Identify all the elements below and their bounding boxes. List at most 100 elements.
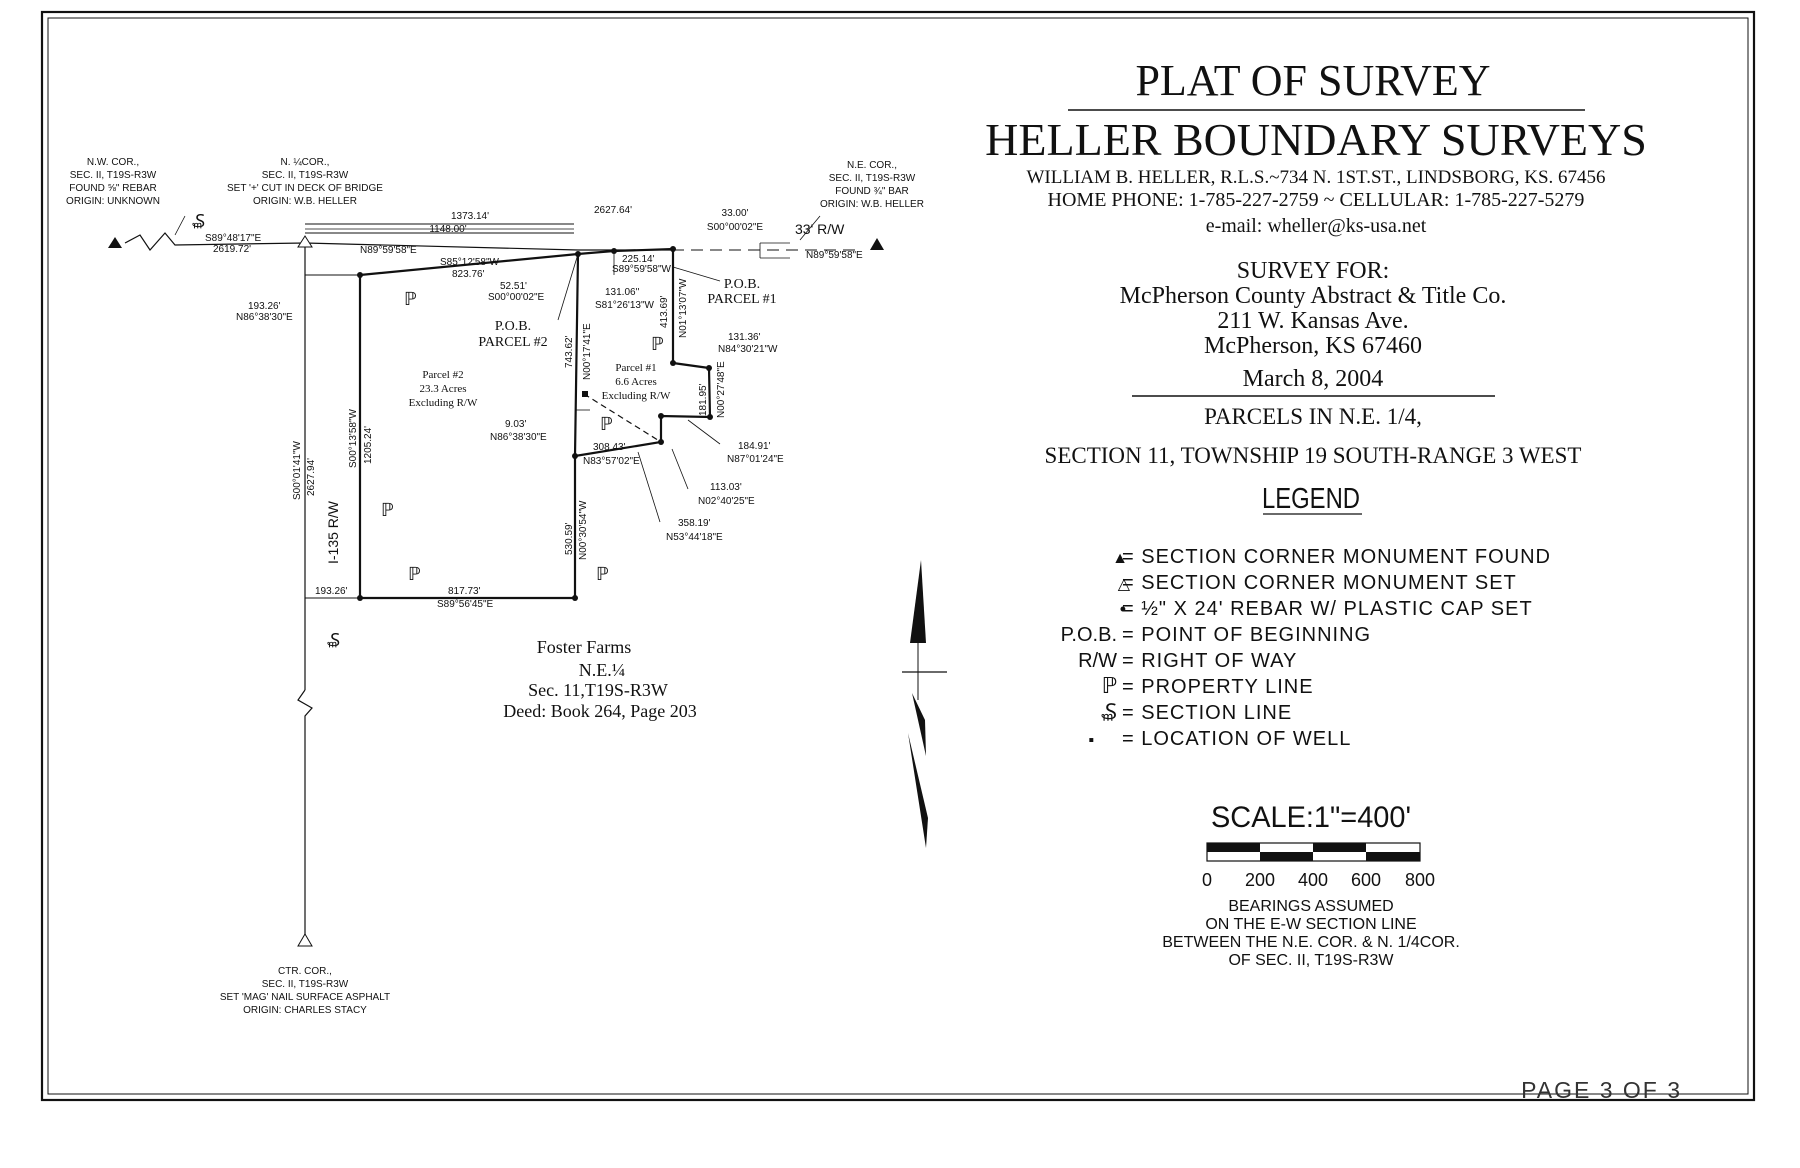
- dim-label: 308.43': [593, 442, 626, 453]
- dim-label: 1205.24': [363, 426, 374, 464]
- bearing-label: S00°00'02"E: [488, 292, 544, 303]
- bearing-note-3: BETWEEN THE N.E. COR. & N. 1/4COR.: [1162, 934, 1460, 951]
- ctr-corner-set-icon: [297, 933, 313, 947]
- ctr-corner-note: ORIGIN: CHARLES STACY: [243, 1005, 367, 1016]
- pl-marker: ℙ: [600, 414, 613, 434]
- bearing-label: N00°30'54"W: [578, 500, 589, 560]
- rebar-icon: [611, 248, 617, 254]
- dim-label: 131.36': [728, 332, 761, 343]
- dim-label: 413.69': [659, 295, 670, 328]
- scale-block: SCALE:1"=400' 0 200 400 600 800 BEARINGS…: [1162, 801, 1460, 969]
- parcel-2-acres: 23.3 Acres: [419, 383, 466, 395]
- n-quarter-corner-note: ORIGIN: W.B. HELLER: [253, 196, 357, 207]
- legend-text-rebar: = ½" X 24' REBAR W/ PLASTIC CAP SET: [1122, 598, 1533, 620]
- pob-parcel-1-name: PARCEL #1: [707, 292, 776, 307]
- dim-label: 33.00': [722, 208, 749, 219]
- sl-marker: ₷: [327, 630, 340, 650]
- n-quarter-corner-note: SEC. II, T19S-R3W: [262, 170, 349, 181]
- rebar-icon: [357, 595, 363, 601]
- bearing-label: N53°44'18"E: [666, 532, 723, 543]
- pl-marker: ℙ: [651, 334, 664, 354]
- bearing-label: N89°59'58"E: [806, 250, 863, 261]
- foster-ne-quarter: N.E.¼: [579, 660, 626, 680]
- dim-label: 1148.00': [429, 224, 466, 235]
- legend-text-rw: = RIGHT OF WAY: [1122, 650, 1297, 672]
- bearing-note-1: BEARINGS ASSUMED: [1228, 898, 1393, 915]
- foster-farms: Foster Farms: [537, 637, 632, 657]
- pl-marker: ℙ: [596, 564, 609, 584]
- legend: LEGEND ▲ = SECTION CORNER MONUMENT FOUND…: [1061, 483, 1551, 750]
- dim-label: 193.26': [248, 301, 281, 312]
- bearing-label: N84°30'21"W: [718, 344, 778, 355]
- bearing-label: N01°13'07"W: [678, 278, 689, 338]
- legend-heading: LEGEND: [1262, 483, 1360, 515]
- parcel-labels: Parcel #2 23.3 Acres Excluding R/W Parce…: [409, 277, 777, 721]
- n-quarter-corner-note: SET '+' CUT IN DECK OF BRIDGE: [227, 183, 383, 194]
- bearing-label: S00°13'58"W: [348, 409, 359, 468]
- legend-symbol-rebar: •: [1120, 599, 1126, 619]
- bearing-note-2: ON THE E-W SECTION LINE: [1205, 916, 1416, 933]
- foster-deed: Deed: Book 264, Page 203: [503, 701, 696, 721]
- client-street: 211 W. Kansas Ave.: [1217, 308, 1408, 334]
- nw-corner-found-icon: [108, 237, 122, 248]
- parcel-1-label: Parcel #1: [615, 362, 656, 374]
- drawing-border: [40, 10, 1756, 1102]
- ne-corner-found-icon: [870, 238, 884, 250]
- nw-corner-note: N.W. COR.,: [87, 157, 139, 168]
- legend-symbol-rw: R/W: [1078, 650, 1117, 672]
- ne-corner-note: N.E. COR.,: [847, 160, 897, 171]
- corner-notes: N.W. COR., SEC. II, T19S-R3W FOUND ⅝" RE…: [66, 156, 924, 1016]
- parcel-1-excl: Excluding R/W: [602, 390, 671, 402]
- legend-symbol-found: ▲: [1112, 550, 1128, 567]
- pl-marker: ℙ: [408, 564, 421, 584]
- dim-label: 113.03': [710, 482, 742, 493]
- page-label: PAGE 3 OF 3: [1521, 1077, 1682, 1103]
- dim-label: 52.51': [500, 281, 527, 292]
- client-name: McPherson County Abstract & Title Co.: [1120, 283, 1507, 309]
- legend-text-sl: = SECTION LINE: [1122, 702, 1292, 724]
- nw-corner-note: FOUND ⅝" REBAR: [69, 183, 156, 194]
- legend-symbol-pob: P.O.B.: [1061, 624, 1117, 646]
- dim-label: 1373.14': [451, 211, 489, 222]
- rebar-icon: [670, 246, 676, 252]
- pob-parcel-1: P.O.B.: [724, 277, 760, 292]
- dim-label: 2619.72': [213, 244, 251, 255]
- bearing-label: N87°01'24"E: [727, 454, 784, 465]
- bearing-label: N83°57'02"E: [583, 456, 640, 467]
- foster-section: Sec. 11,T19S-R3W: [528, 680, 668, 700]
- dim-label: 9.03': [505, 419, 526, 430]
- dim-label: 743.62': [564, 335, 575, 368]
- bearing-label: S89°48'17"E: [205, 233, 261, 244]
- pl-markers: ℙ ℙ ℙ ℙ ℙ ℙ ₷ ₷: [192, 211, 664, 650]
- dimensions: 1373.14' 2627.64' 1148.00' 33.00' S00°00…: [205, 205, 863, 610]
- scale-tick-800: 800: [1405, 870, 1435, 890]
- dim-label: 131.06'': [605, 287, 639, 298]
- n-quarter-corner-note: N. ¼COR.,: [281, 156, 330, 168]
- bearing-note-4: OF SEC. II, T19S-R3W: [1228, 952, 1394, 969]
- ne-corner-note: ORIGIN: W.B. HELLER: [820, 199, 924, 210]
- dim-label: 2627.64': [594, 205, 632, 216]
- pob-parcel-2-name: PARCEL #2: [478, 335, 547, 350]
- sl-marker: ₷: [192, 211, 205, 231]
- dim-label: 184.91': [738, 441, 771, 452]
- ctr-corner-note: SEC. II, T19S-R3W: [262, 979, 349, 990]
- parcel-1-boundary: [574, 247, 712, 458]
- legend-symbol-set: △: [1118, 576, 1131, 593]
- north-arrow: [902, 560, 947, 848]
- scale-tick-600: 600: [1351, 870, 1381, 890]
- dim-label: 530.59': [564, 522, 575, 555]
- title-block: PLAT OF SURVEY HELLER BOUNDARY SURVEYS W…: [985, 56, 1647, 468]
- plat-title: PLAT OF SURVEY: [1135, 56, 1490, 105]
- ne-corner-note: SEC. II, T19S-R3W: [829, 173, 916, 184]
- ctr-corner-note: SET 'MAG' NAIL SURFACE ASPHALT: [220, 992, 390, 1003]
- dim-label: 2627.94': [306, 458, 317, 496]
- phone-line: HOME PHONE: 1-785-227-2759 ~ CELLULAR: 1…: [1048, 189, 1585, 211]
- rw-label: 33' R/W: [795, 221, 845, 237]
- dim-label: 181.95': [698, 383, 709, 416]
- legend-text-found: = SECTION CORNER MONUMENT FOUND: [1122, 546, 1551, 568]
- pob-parcel-2: P.O.B.: [495, 319, 531, 334]
- rebar-icon: [706, 365, 712, 371]
- survey-linework: [124, 215, 860, 940]
- dim-label: 817.73': [448, 586, 481, 597]
